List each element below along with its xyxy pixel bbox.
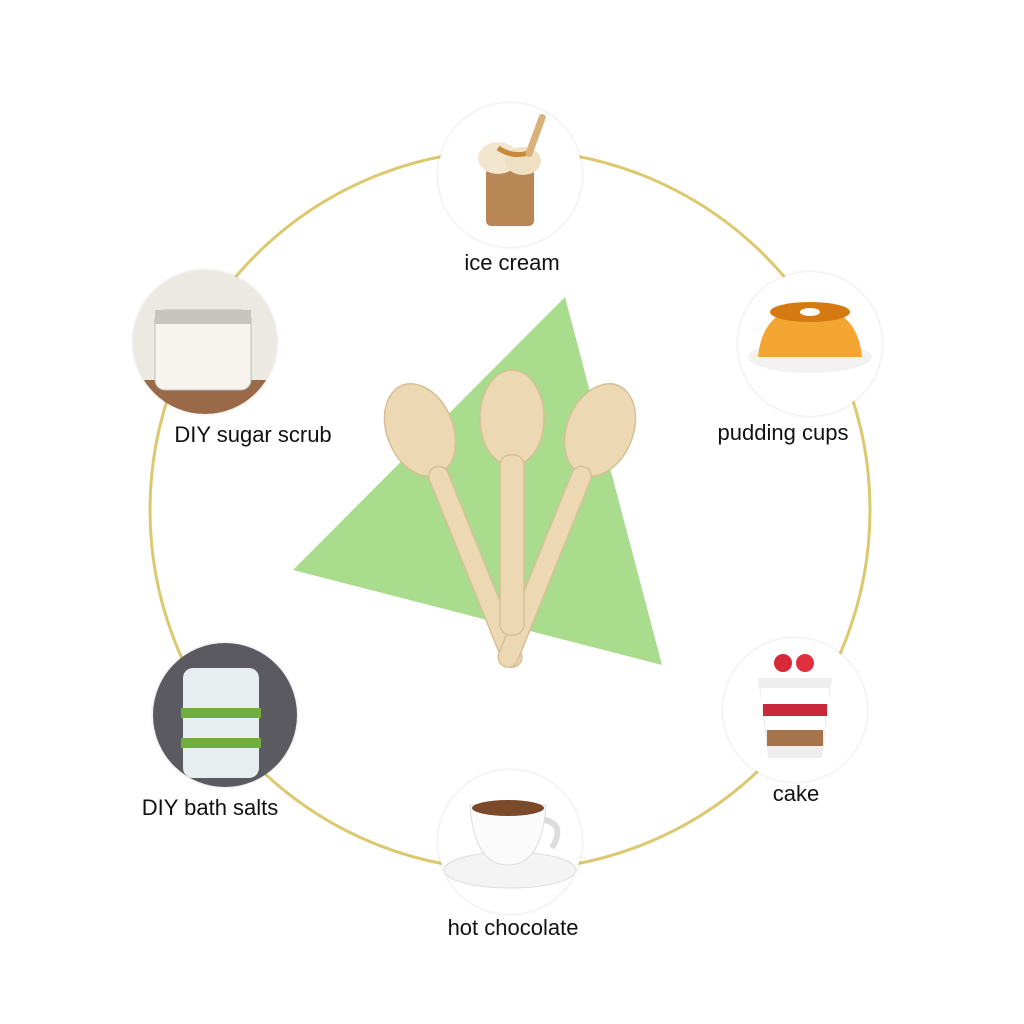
cake-image [723,638,867,782]
pudding-image [738,272,882,416]
bath-salts-image [153,643,297,787]
ice-cream-image [438,103,582,247]
label-cake: cake [772,781,820,806]
label-sugar-scrub: DIY sugar scrub [174,422,332,447]
label-hot-chocolate: hot chocolate [447,915,579,940]
sugar-scrub-image [133,270,277,414]
label-ice-cream: ice cream [464,250,560,275]
hot-chocolate-image [438,770,582,914]
green-triangle [293,297,662,665]
label-pudding-cups: pudding cups [717,420,849,445]
wooden-spoons [383,369,637,668]
label-bath-salts: DIY bath salts [141,795,279,820]
